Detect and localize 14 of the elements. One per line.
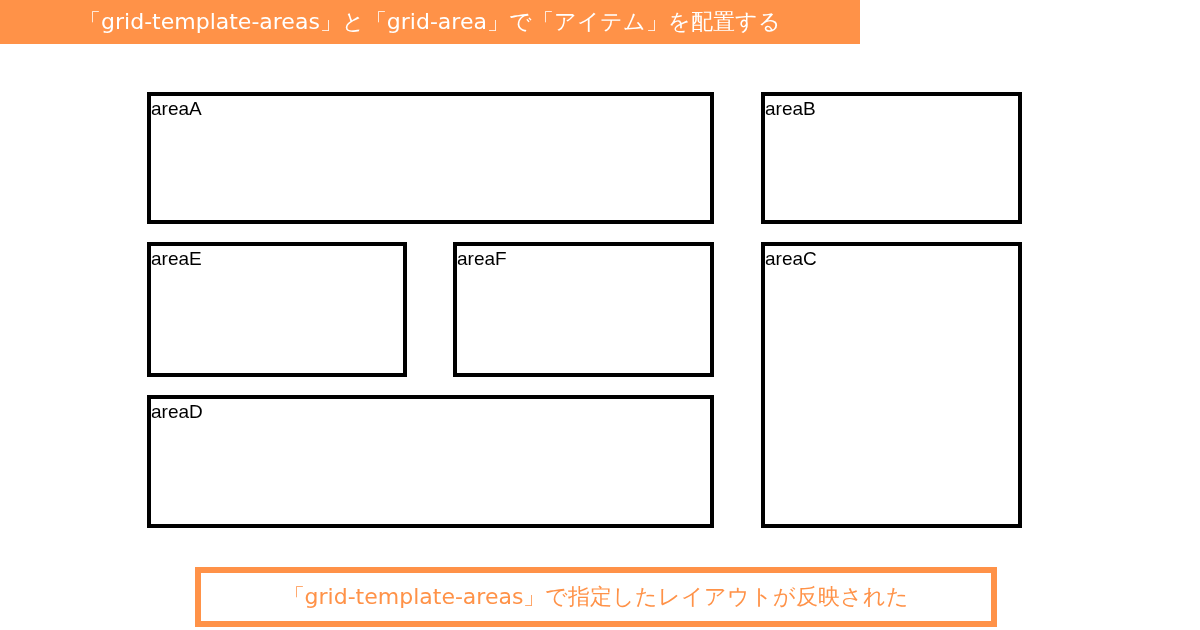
grid-area-box — [761, 92, 1022, 224]
grid-area-box — [147, 395, 714, 528]
grid-area-box — [453, 242, 714, 377]
grid-area-box — [147, 242, 407, 377]
area-label: areaC — [765, 248, 817, 270]
area-label: areaB — [765, 98, 816, 120]
area-label: areaF — [457, 248, 507, 270]
title-banner: 「grid-template-areas」と「grid-area」で「アイテム」を配置する — [0, 0, 860, 44]
area-label: areaA — [151, 98, 202, 120]
area-label: areaD — [151, 401, 203, 423]
caption-box: 「grid-template-areas」で指定したレイアウトが反映された — [195, 567, 997, 627]
area-label: areaE — [151, 248, 202, 270]
grid-area-box — [147, 92, 714, 224]
grid-area-box — [761, 242, 1022, 528]
